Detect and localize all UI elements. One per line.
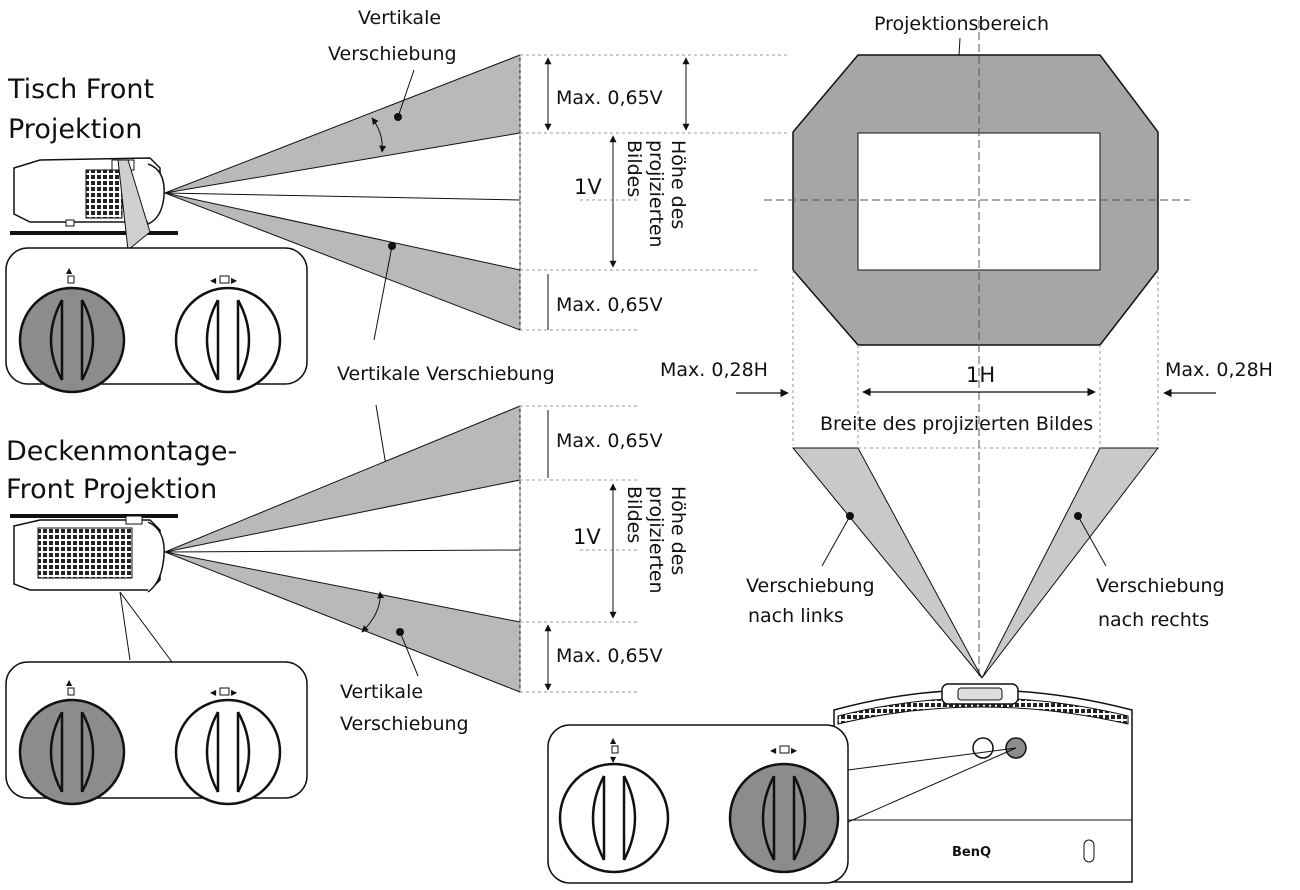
top-1v-label: 1V	[574, 175, 602, 199]
shift-left-label-line1: Verschiebung	[746, 575, 875, 597]
svg-text:Bildes: Bildes	[623, 486, 645, 543]
svg-text:Höhe des: Höhe des	[667, 140, 689, 229]
svg-text:▲: ▲	[66, 678, 73, 687]
shift-right-label-line1: Verschiebung	[1096, 575, 1225, 597]
shift-right-label-line2: nach rechts	[1098, 609, 1209, 631]
svg-text:projizierten: projizierten	[645, 140, 667, 248]
table-front-title-line2: Projektion	[8, 114, 142, 145]
svg-text:◀: ◀	[210, 276, 217, 285]
bottom-vshift-label-line1: Vertikale	[340, 681, 423, 703]
bottom-1v-label: 1V	[573, 525, 601, 549]
bottom-max-label-lower: Max. 0,65V	[556, 645, 663, 667]
top-height-label: Höhe des projizierten Bildes	[623, 140, 689, 248]
one-h-label: 1H	[966, 363, 995, 387]
svg-text:▶: ▶	[231, 688, 238, 697]
top-shift-angle-arrow	[371, 117, 387, 153]
bottom-vshift-label-line2: Verschiebung	[340, 713, 469, 735]
svg-text:projizierten: projizierten	[645, 486, 667, 594]
front-projector	[833, 683, 1133, 883]
table-front-title-line1: Tisch Front	[7, 74, 154, 105]
svg-text:◀: ◀	[210, 688, 217, 697]
projection-area-label: Projektionsbereich	[874, 13, 1049, 35]
horizontal-shift-knob-front[interactable]	[728, 762, 840, 874]
vertical-shift-knob-bottom[interactable]	[18, 698, 126, 806]
top-max-label-upper: Max. 0,65V	[556, 87, 663, 109]
svg-text:▶: ▶	[231, 276, 238, 285]
vertical-shift-knob-front[interactable]	[558, 762, 670, 874]
right-shift-beam	[981, 447, 1160, 679]
top-max-label-lower: Max. 0,65V	[556, 294, 663, 316]
svg-text:Höhe des: Höhe des	[667, 486, 689, 575]
svg-text:▼: ▼	[610, 755, 617, 764]
shift-left-label-line2: nach links	[748, 605, 844, 627]
horizontal-shift-knob-bottom[interactable]	[174, 698, 282, 806]
ceiling-projector	[13, 515, 165, 593]
vertical-shift-knob-top[interactable]	[18, 286, 126, 394]
top-vshift-label-line2: Verschiebung	[328, 43, 457, 65]
top-vshift-label-line1: Vertikale	[358, 7, 441, 29]
svg-text:▲: ▲	[66, 266, 73, 275]
svg-text:▲: ▲	[610, 736, 617, 745]
bottom-shift-angle-arrow	[361, 591, 385, 633]
horizontal-shift-knob-top[interactable]	[174, 286, 282, 394]
top-beam-axis	[164, 192, 521, 201]
svg-text:▶: ▶	[791, 746, 798, 755]
width-caption: Breite des projizierten Bildes	[820, 413, 1093, 435]
svg-text:◀: ◀	[770, 746, 777, 755]
mid-vshift-label: Vertikale Verschiebung	[337, 363, 555, 385]
svg-text:Bildes: Bildes	[623, 140, 645, 197]
max-028h-right-label: Max. 0,28H	[1165, 359, 1273, 381]
ceiling-front-title-line2: Front Projektion	[6, 474, 217, 505]
left-shift-beam	[791, 447, 983, 679]
bottom-max-label-upper: Max. 0,65V	[556, 430, 663, 452]
max-028h-left-label: Max. 0,28H	[660, 359, 768, 381]
brand-logo: BenQ	[952, 845, 991, 860]
ceiling-front-title-line1: Deckenmontage-	[6, 436, 237, 467]
bottom-height-label: Höhe des projizierten Bildes	[623, 486, 689, 594]
